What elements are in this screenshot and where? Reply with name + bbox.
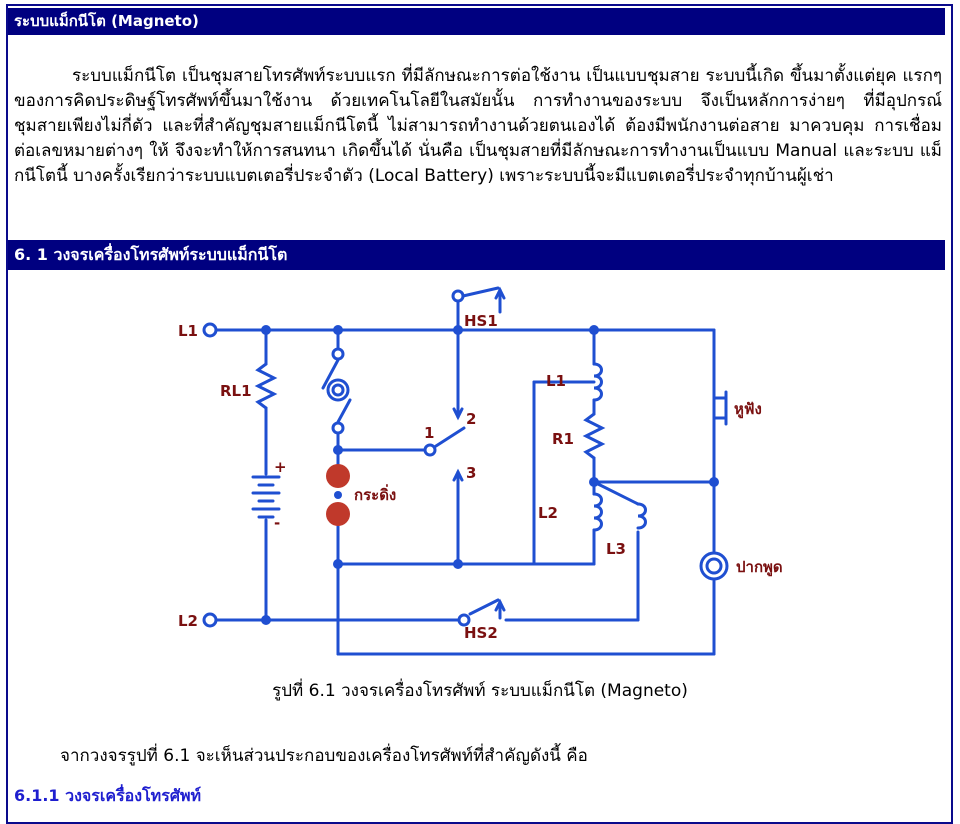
label-L3: L3	[606, 540, 626, 558]
intro-paragraph: ระบบแม็กนีโต เป็นชุมสายโทรศัพท์ระบบแรก ท…	[14, 64, 942, 189]
label-plus: +	[274, 458, 287, 476]
circuit-diagram: L1 L2 RL1 HS1 HS2 L1 R1 L2 L3 1 2 3 + - …	[158, 282, 798, 662]
label-HS1: HS1	[464, 312, 498, 330]
label-bell: กระดิ่ง	[354, 484, 396, 504]
bell-icon	[326, 464, 350, 526]
section-header-magneto: ระบบแม็กนีโต (Magneto)	[8, 8, 945, 35]
label-L1: L1	[178, 322, 198, 340]
label-RL1: RL1	[220, 382, 252, 400]
component-intro: จากวงจรรูปที่ 6.1 จะเห็นส่วนประกอบของเคร…	[60, 746, 588, 766]
label-R1: R1	[552, 430, 574, 448]
label-L2: L2	[178, 612, 198, 630]
subsection-heading: 6.1.1 วงจรเครื่องโทรศัพท์	[14, 786, 202, 805]
section-header-circuit: 6. 1 วงจรเครื่องโทรศัพท์ระบบแม็กนีโต	[8, 240, 945, 270]
label-minus: -	[274, 514, 280, 532]
intro-paragraph-text: ระบบแม็กนีโต เป็นชุมสายโทรศัพท์ระบบแรก ท…	[14, 66, 942, 186]
label-switch-3: 3	[466, 464, 476, 482]
label-switch-1: 1	[424, 424, 434, 442]
label-HS2: HS2	[464, 624, 498, 642]
label-mic: ปากพูด	[736, 558, 783, 577]
label-coil-L2: L2	[538, 504, 558, 522]
label-coil-L1: L1	[546, 372, 566, 390]
label-switch-2: 2	[466, 410, 476, 428]
label-receiver: หูฟัง	[734, 400, 762, 419]
figure-caption: รูปที่ 6.1 วงจรเครื่องโทรศัพท์ ระบบแม็กน…	[272, 681, 688, 701]
